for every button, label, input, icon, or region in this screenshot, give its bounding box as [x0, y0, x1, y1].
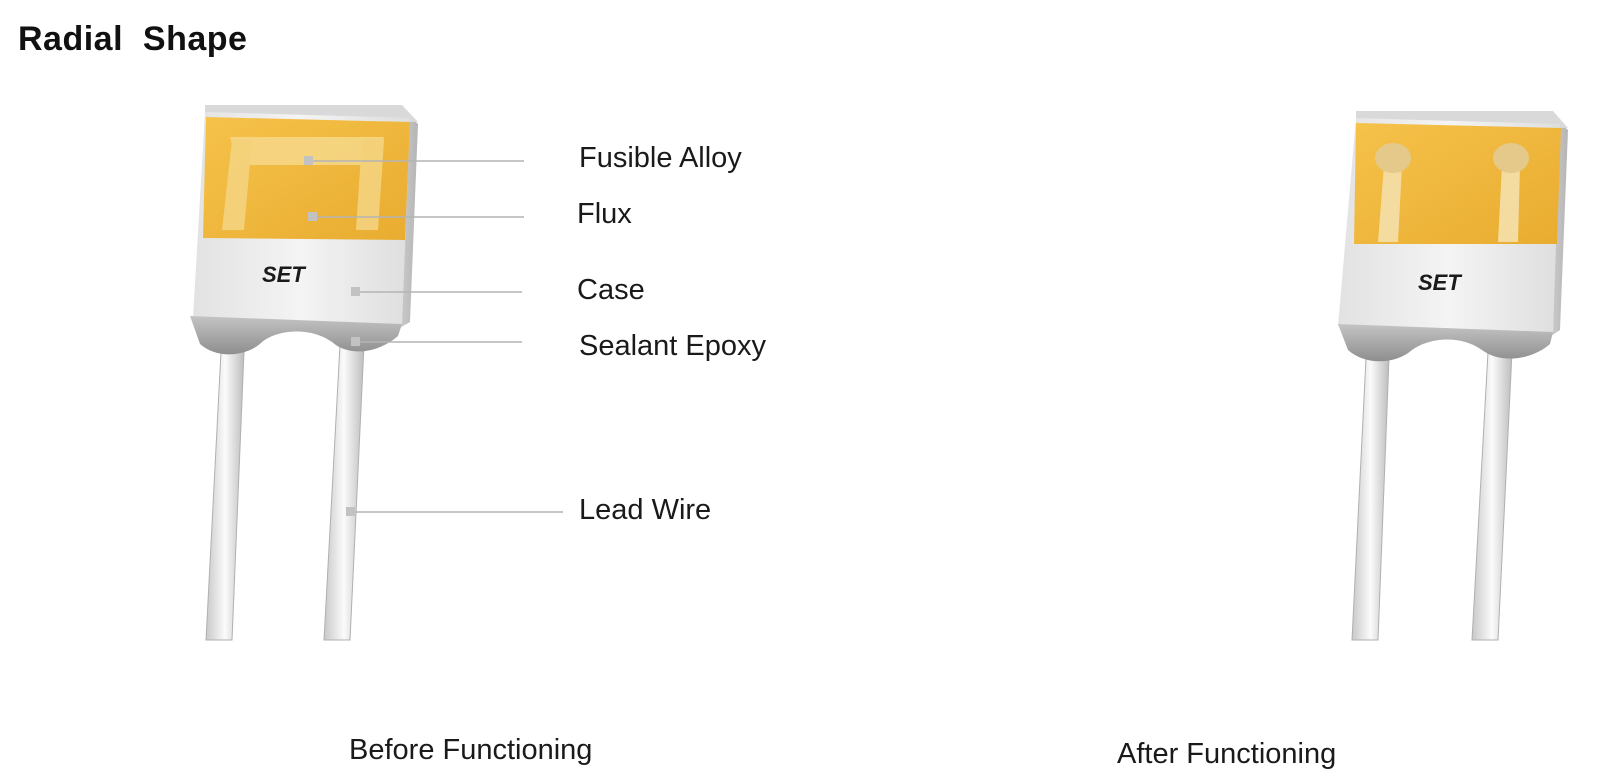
sealant-epoxy — [190, 316, 402, 355]
lead-wire-left — [205, 351, 245, 641]
label-case: Case — [577, 274, 645, 306]
caption-before: Before Functioning — [349, 734, 593, 766]
fuse-after: SET — [1338, 111, 1568, 641]
leader-dots — [304, 156, 360, 516]
marking-text: SET — [262, 262, 306, 287]
label-flux: Flux — [577, 198, 632, 230]
lead-wire-left-after — [1351, 357, 1390, 641]
fusible-alloy-after — [1375, 143, 1529, 242]
leader-lines — [308, 160, 563, 513]
label-lead-wire: Lead Wire — [579, 494, 712, 526]
marking-text-after: SET — [1418, 270, 1462, 295]
fusible-alloy — [222, 137, 384, 230]
fuse-before: SET — [190, 105, 563, 641]
diagram-title: Radial Shape — [18, 20, 248, 58]
lead-wire-right-after — [1471, 351, 1513, 641]
label-sealant-epoxy: Sealant Epoxy — [579, 330, 767, 362]
caption-after: After Functioning — [1117, 738, 1337, 770]
label-fusible-alloy: Fusible Alloy — [579, 142, 742, 174]
sealant-epoxy-after — [1338, 324, 1553, 362]
lead-wire-right — [323, 344, 365, 641]
